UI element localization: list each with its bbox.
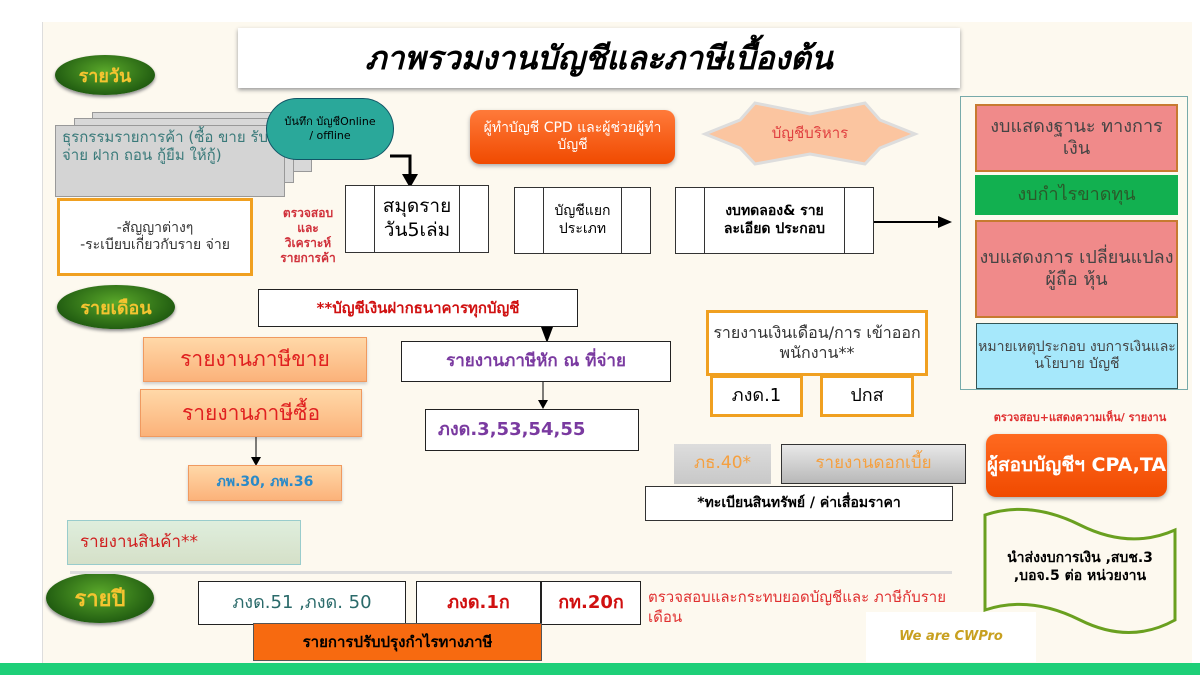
logo-text: We are CWPro: [899, 628, 1003, 644]
auditor-note: ตรวจสอบ+แสดงความเห็น/ รายงาน: [993, 411, 1167, 425]
bank-accounts: **บัญชีเงินฝากธนาคารทุกบัญชี: [258, 289, 578, 327]
journal-books: สมุดราย วัน5เล่ม: [345, 185, 489, 253]
purchase-arrow: [251, 437, 261, 466]
pp30-pp36: ภพ.30, ภพ.36: [188, 465, 342, 501]
kt20k: กท.20ก: [541, 581, 641, 625]
bank-arrow: [541, 327, 553, 343]
management-accounting: บัญชีบริหาร: [771, 123, 849, 142]
submit-statements: นำส่งงบการเงิน ,สบช.3 ,บอจ.5 ต่อ หน่วยงา…: [1007, 550, 1153, 584]
asset-register: *ทะเบียนสินทรัพย์ / ค่าเสื่อมราคา: [645, 486, 953, 521]
statements-frame: [960, 96, 1188, 390]
pnd51-50: ภงด.51 ,ภงด. 50: [198, 581, 406, 625]
contracts-line-2: -ระเบียบเกี่ยวกับราย จ่าย: [80, 237, 230, 253]
statement-notes: หมายเหตุประกอบ งบการเงินและนโยบาย บัญชี: [976, 323, 1178, 389]
wht-arrow: [538, 382, 548, 409]
bottom-bar: [0, 663, 1200, 675]
sales-tax-report: รายงานภาษีขาย: [143, 337, 367, 382]
payroll-report: รายงานเงินเดือน/การ เข้าออกพนักงาน**: [706, 310, 928, 376]
check-analyze-note: ตรวจสอบ และ วิเคราะห์ รายการค้า: [280, 206, 336, 265]
contracts-box: -สัญญาต่างๆ -ระเบียบเกี่ยวกับราย จ่าย: [57, 198, 253, 276]
withholding-tax-report: รายงานภาษีหัก ณ ที่จ่าย: [401, 341, 671, 382]
pnd1-box: ภงด.1: [710, 375, 803, 417]
submit-banner-shape: [983, 507, 1177, 634]
contracts-line-1: -สัญญาต่างๆ: [116, 219, 194, 236]
cloud-arrow: [390, 154, 418, 188]
inventory-report: รายงานสินค้า**: [67, 520, 301, 565]
interest-report: รายงานดอกเบี้ย: [781, 444, 966, 484]
to-statements-arrow: [874, 216, 952, 228]
transactions-doc: ธุรกรรมรายการค้า (ซื้อ ขาย รับ จ่าย ฝาก …: [55, 125, 285, 197]
pt40-box: ภธ.40*: [674, 444, 771, 484]
purchase-tax-report: รายงานภาษีซื้อ: [140, 389, 362, 437]
pnd-forms: ภงด.3,53,54,55: [425, 409, 639, 451]
statement-profit-loss: งบกำไรขาดทุน: [975, 175, 1178, 215]
statement-equity-changes: งบแสดงการ เปลี่ยนแปลงผู้ถือ หุ้น: [975, 220, 1178, 318]
statement-financial-position: งบแสดงฐานะ ทางการเงิน: [975, 104, 1178, 172]
page-title: ภาพรวมงานบัญชีและภาษีเบื้องต้น: [238, 28, 960, 88]
auditor-box: ผู้สอบบัญชีฯ CPA,TA: [986, 434, 1167, 497]
year-divider: [70, 571, 952, 574]
pnd1k: ภงด.1ก: [416, 581, 541, 625]
period-monthly: รายเดือน: [57, 285, 175, 329]
record-cloud: บันทึก บัญชีOnline / offline: [266, 98, 394, 160]
general-ledger: บัญชีแยก ประเภท: [514, 187, 651, 254]
mgmt-star-shape: [700, 101, 920, 166]
cpd-accountant: ผู้ทำบัญชี CPD และผู้ช่วยผู้ทำบัญชี: [470, 110, 675, 164]
cwpro-logo: We are CWPro: [866, 612, 1036, 662]
trial-balance: งบทดลอง& รายละเอียด ประกอบ: [675, 187, 874, 254]
reconcile-note: ตรวจสอบและกระทบยอดบัญชีและ ภาษีกับรายเดื…: [648, 588, 946, 626]
period-daily: รายวัน: [55, 55, 155, 95]
period-yearly: รายปี: [46, 573, 154, 623]
tax-profit-adjustment: รายการปรับปรุงกำไรทางภาษี: [253, 623, 542, 661]
social-security-box: ปกส: [820, 375, 914, 417]
